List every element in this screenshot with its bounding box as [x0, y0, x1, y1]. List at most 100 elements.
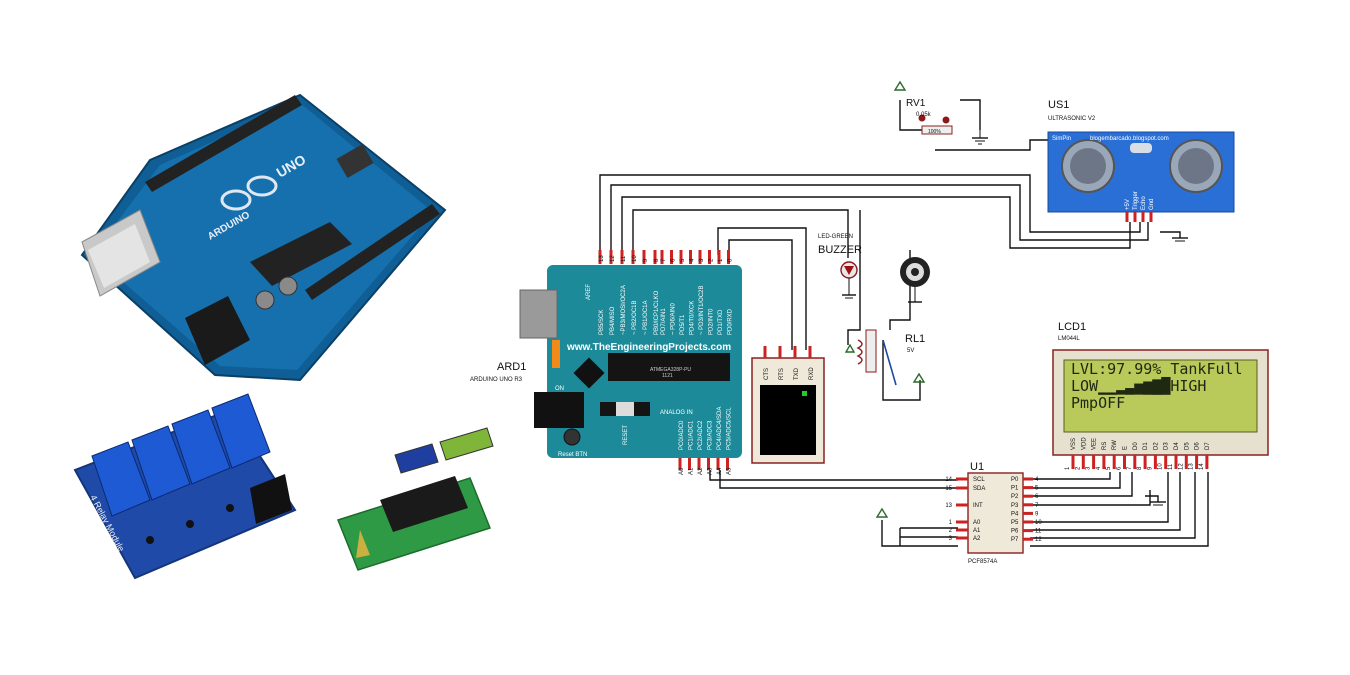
lcd-pin-d5[interactable] [1184, 455, 1188, 469]
digital-pin-2[interactable] [708, 250, 711, 264]
lcd-pin-number: 4 [1096, 466, 1102, 470]
u1-pin-p6[interactable] [1023, 529, 1033, 533]
buzzer-motor-icon[interactable] [900, 257, 930, 303]
lcd-pin-vdd[interactable] [1081, 455, 1085, 469]
us1-simpin: SimPin [1052, 136, 1071, 142]
u1-pin-p7[interactable] [1023, 537, 1033, 541]
digital-pin-5[interactable] [679, 250, 683, 264]
us1-pin[interactable] [1133, 212, 1137, 222]
u1-part: PCF8574A [968, 559, 997, 565]
chip-num: 1121 [662, 373, 673, 379]
u1-pin-name: P2 [1011, 494, 1019, 500]
us1-pin-label: +5V [1125, 199, 1131, 210]
ard1-board[interactable]: ATMEGA328P-PU 1121 www.TheEngineeringPro… [519, 250, 742, 475]
lcd-pin-vss[interactable] [1071, 455, 1075, 469]
u1-pin-p5[interactable] [1023, 520, 1033, 524]
digital-pin-3[interactable] [698, 250, 702, 264]
lcd-pin-label: D0 [1133, 442, 1139, 450]
digital-pin-label: ~ PD6/AIN0 [671, 302, 677, 335]
analog-pin-label: PC1/ADC1 [689, 420, 695, 450]
lcd-pin-rw[interactable] [1112, 455, 1116, 469]
lcd-pin-d3[interactable] [1164, 455, 1168, 469]
digital-pin-1[interactable] [717, 250, 721, 264]
terminal-pin-rts[interactable] [778, 346, 782, 358]
terminal-pin-label: CTS [764, 368, 770, 380]
analog-pin-number: A3 [708, 467, 714, 475]
lcd-line-3: PmpOFF [1071, 394, 1125, 412]
u1-pin-a1[interactable] [956, 528, 968, 532]
digital-pin-10[interactable] [631, 250, 635, 264]
lcd-pin-e[interactable] [1123, 455, 1126, 469]
led-green-icon[interactable] [840, 261, 858, 299]
lcd1-display[interactable]: LVL:97.99% TankFull LOW▁▁▂▃▅▆▇█HIGH PmpO… [1052, 349, 1269, 470]
lcd-pin-d7[interactable] [1205, 455, 1209, 469]
terminal-pin-txd[interactable] [793, 346, 797, 358]
us1-pin[interactable] [1149, 212, 1153, 222]
analog-pin-A0[interactable] [678, 458, 682, 470]
terminal-pin-rxd[interactable] [808, 346, 812, 358]
u1-pin-scl[interactable] [956, 477, 968, 481]
rv1-percent: 100% [928, 129, 941, 135]
lcd-pin-d2[interactable] [1153, 455, 1157, 469]
u1-pin-p1[interactable] [1023, 486, 1033, 490]
analog-pin-A2[interactable] [697, 458, 701, 470]
lcd-pin-d1[interactable] [1143, 455, 1147, 469]
u1-pin-int[interactable] [956, 503, 968, 507]
u1-pin-name: INT [973, 503, 983, 509]
lcd-pin-d0[interactable] [1133, 455, 1137, 469]
lcd-pin-number: 11 [1168, 463, 1174, 470]
aref-label: AREF [586, 284, 592, 300]
reset-button-icon[interactable] [563, 428, 581, 446]
digital-pin-7[interactable] [660, 250, 664, 264]
u1-pin-p3[interactable] [1023, 503, 1033, 507]
u1-pin-number: 5 [1035, 486, 1039, 492]
digital-pin-number: 1 [718, 258, 724, 262]
us1-pin[interactable] [1141, 212, 1145, 222]
digital-pin-number: 3 [699, 258, 705, 262]
digital-pin-0[interactable] [727, 250, 730, 264]
analog-pin-label: PC4/ADC4/SDA [717, 407, 723, 450]
digital-pin-number: 7 [661, 258, 667, 262]
u1-pin-number: 1 [949, 520, 953, 526]
digital-pin-4[interactable] [689, 250, 692, 264]
lcd-pin-label: D7 [1205, 442, 1211, 450]
analog-pin-A1[interactable] [688, 458, 691, 470]
analog-pin-A5[interactable] [726, 458, 729, 470]
lcd-pin-number: 7 [1127, 466, 1133, 470]
u1-pin-a2[interactable] [956, 536, 968, 540]
lcd-pin-d6[interactable] [1195, 455, 1199, 469]
digital-pin-12[interactable] [609, 250, 613, 264]
u1-pin-p4[interactable] [1023, 511, 1033, 515]
analog-pin-A4[interactable] [716, 458, 720, 470]
analog-pin-A3[interactable] [707, 458, 710, 470]
usb-port-icon [519, 289, 558, 339]
lcd-pin-label: D4 [1174, 442, 1180, 450]
u1-pin-p2[interactable] [1023, 494, 1033, 498]
rv1-potentiometer[interactable]: 100% [893, 80, 988, 145]
terminal-pin-cts[interactable] [763, 346, 767, 358]
digital-pin-8[interactable] [653, 250, 657, 264]
digital-pin-9[interactable] [642, 250, 646, 264]
lcd-pin-rs[interactable] [1102, 455, 1106, 469]
us1-pin[interactable] [1125, 212, 1129, 222]
u1-pin-sda[interactable] [956, 486, 968, 490]
u1-pin-number: 2 [949, 528, 953, 534]
lcd-pin-d4[interactable] [1174, 455, 1178, 469]
digital-pin-11[interactable] [620, 250, 624, 264]
u1-pin-a0[interactable] [956, 520, 968, 524]
u1-pin-p0[interactable] [1023, 477, 1033, 481]
digital-pin-6[interactable] [670, 250, 673, 264]
digital-pin-13[interactable] [598, 250, 602, 264]
digital-pin-label: PB0/ICP1/CLKO [654, 290, 660, 335]
u1-pin-number: 13 [945, 503, 952, 509]
lcd-pin-vee[interactable] [1092, 455, 1096, 469]
digital-pin-label: PD1/TXD [718, 309, 724, 335]
analog-pin-label: PC2/ADC2 [698, 420, 704, 450]
u1-pin-number: 15 [945, 486, 952, 492]
reset-btn-label: Reset BTN [558, 452, 587, 458]
rl1-relay[interactable] [844, 329, 926, 386]
rl1-ref: RL1 [905, 333, 925, 345]
